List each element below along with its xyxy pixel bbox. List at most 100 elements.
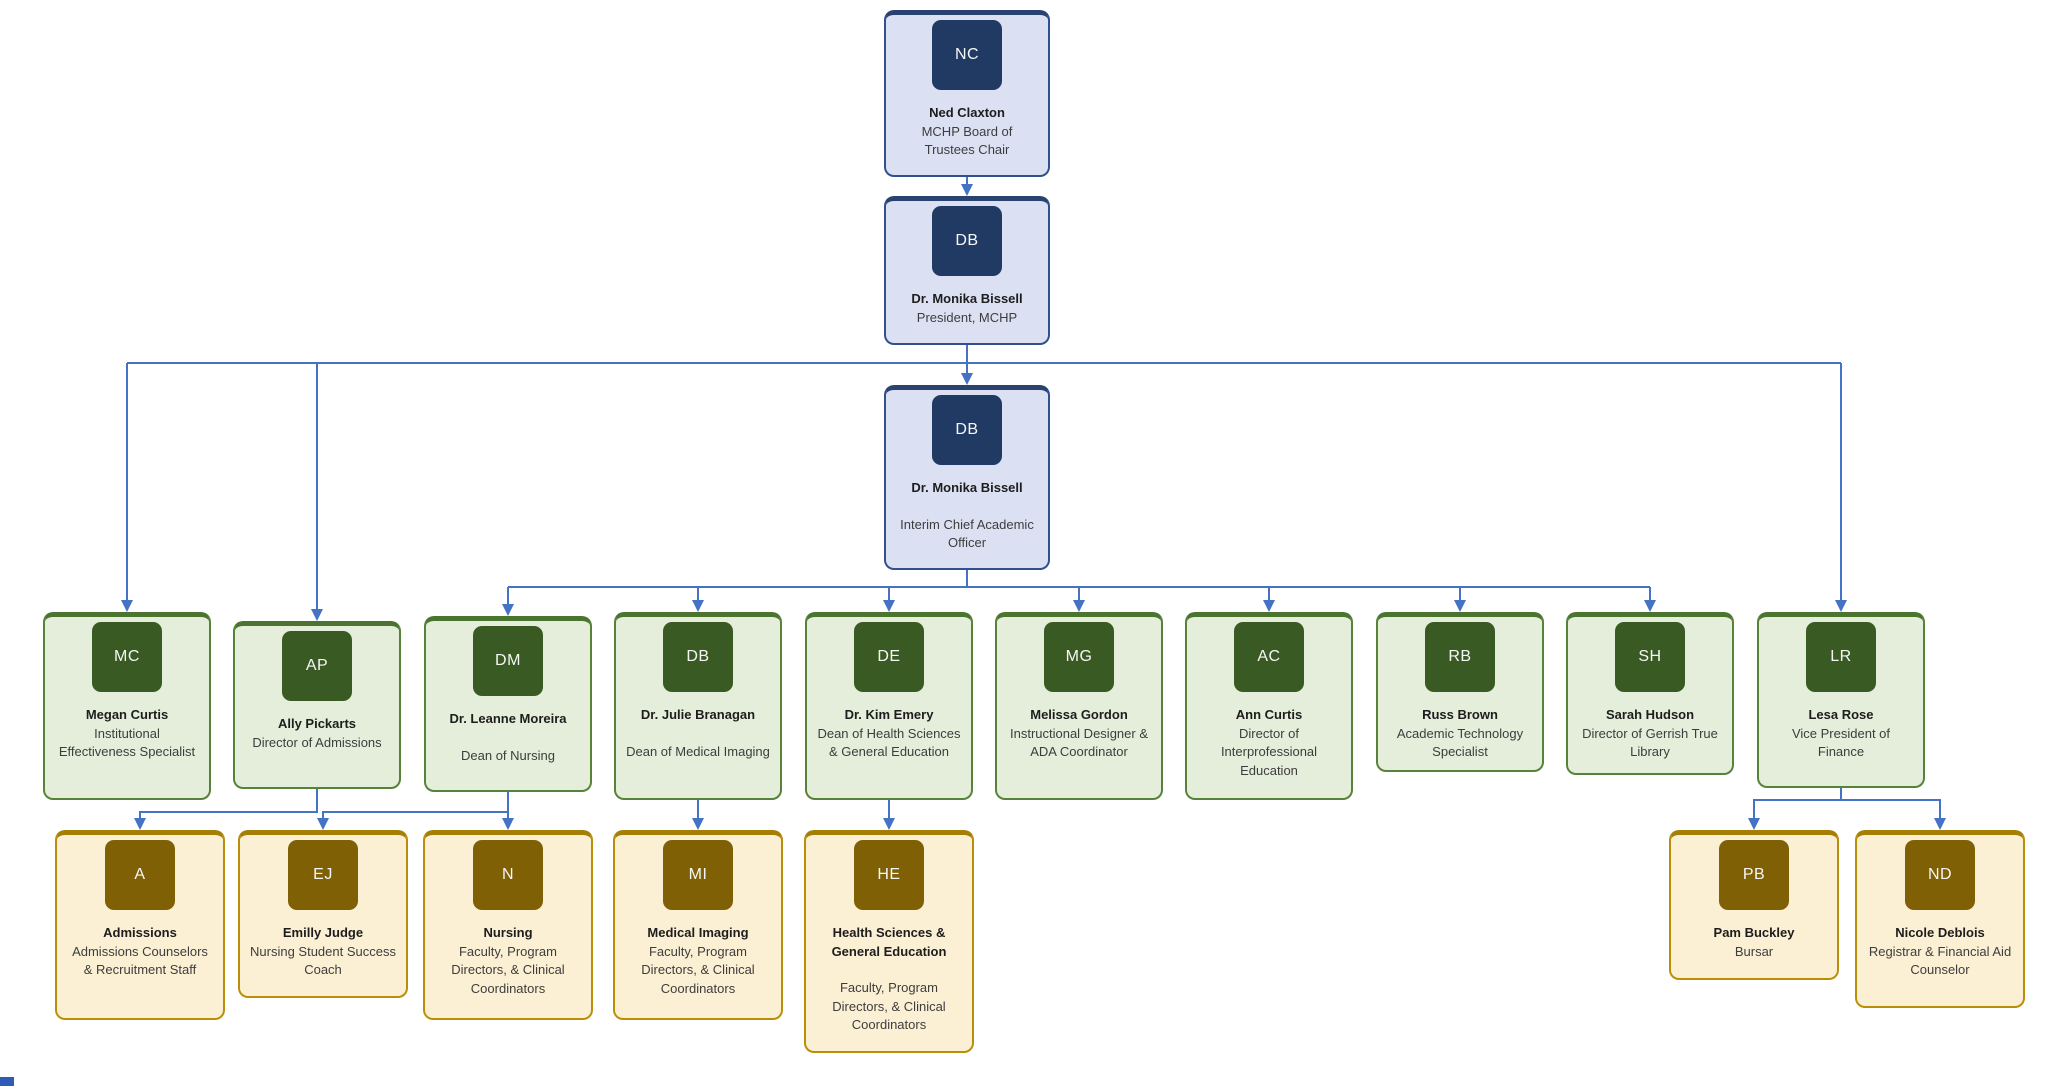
person-name: Ann Curtis <box>1235 707 1303 722</box>
person-title: Faculty, Program Directors, & Clinical C… <box>451 943 565 996</box>
person-name: Lesa Rose <box>1808 707 1874 722</box>
initials-badge: ND <box>1905 840 1975 910</box>
person-title: Nursing Student Success Coach <box>250 943 396 978</box>
person-title: MCHP Board of Trustees Chair <box>921 123 1013 158</box>
initials-badge: RB <box>1425 622 1495 692</box>
person-title: Admissions Counselors & Recruitment Staf… <box>72 943 208 978</box>
person-name: Dr. Leanne Moreira <box>449 711 567 726</box>
person-name: Dr. Monika Bissell <box>911 291 1023 306</box>
person-name: Nursing <box>483 925 533 940</box>
person-title: Instructional Designer & ADA Coordinator <box>1009 725 1148 760</box>
person-title: Registrar & Financial Aid Counselor <box>1868 943 2012 978</box>
person-title: Dean of Health Sciences & General Educat… <box>817 725 961 760</box>
person-title: Academic Technology Specialist <box>1396 725 1524 760</box>
person-title: Director of Gerrish True Library <box>1582 725 1718 760</box>
person-title: Faculty, Program Directors, & Clinical C… <box>832 980 946 1032</box>
initials-badge: DB <box>932 206 1002 276</box>
connector-line <box>134 789 318 830</box>
person-title: Dean of Medical Imaging <box>626 743 770 759</box>
person-name: Nicole Deblois <box>1895 925 1985 940</box>
person-title: Interim Chief Academic Officer <box>900 516 1034 551</box>
person-name: Emilly Judge <box>282 925 364 940</box>
connector-line <box>1841 799 1946 830</box>
person-title: Director of Interprofessional Education <box>1220 725 1318 778</box>
person-name: Medical Imaging <box>647 925 749 940</box>
initials-badge: SH <box>1615 622 1685 692</box>
initials-badge: AC <box>1234 622 1304 692</box>
initials-badge: DM <box>473 626 543 696</box>
initials-badge: AP <box>282 631 352 701</box>
initials-badge: MG <box>1044 622 1114 692</box>
initials-badge: PB <box>1719 840 1789 910</box>
initials-badge: DE <box>854 622 924 692</box>
initials-badge: DB <box>932 395 1002 465</box>
person-title: Director of Admissions <box>252 734 382 750</box>
person-name: Russ Brown <box>1422 707 1498 722</box>
initials-badge: MI <box>663 840 733 910</box>
connector-line <box>317 792 509 830</box>
initials-badge: LR <box>1806 622 1876 692</box>
person-name: Dr. Kim Emery <box>844 707 934 722</box>
person-title: President, MCHP <box>916 309 1018 325</box>
person-name: Admissions <box>103 925 177 940</box>
person-name: Dr. Monika Bissell <box>911 480 1023 495</box>
person-title: Faculty, Program Directors, & Clinical C… <box>641 943 755 996</box>
initials-badge: DB <box>663 622 733 692</box>
person-name: Dr. Julie Branagan <box>640 707 756 722</box>
person-name: Ned Claxton <box>929 105 1005 120</box>
screen-edge-artifact <box>0 1077 14 1086</box>
person-title: Institutional Effectiveness Specialist <box>58 725 196 760</box>
person-name: Pam Buckley <box>1713 925 1795 940</box>
initials-badge: A <box>105 840 175 910</box>
person-name: Melissa Gordon <box>1030 707 1128 722</box>
person-title: Vice President of Finance <box>1791 725 1891 760</box>
initials-badge: N <box>473 840 543 910</box>
person-name: Health Sciences & General Education <box>831 925 947 959</box>
initials-badge: NC <box>932 20 1002 90</box>
connector-line <box>1748 788 1842 830</box>
initials-badge: MC <box>92 622 162 692</box>
person-name: Megan Curtis <box>85 707 169 722</box>
person-name: Ally Pickarts <box>277 716 357 731</box>
person-title: Dean of Nursing <box>461 747 555 763</box>
initials-badge: HE <box>854 840 924 910</box>
